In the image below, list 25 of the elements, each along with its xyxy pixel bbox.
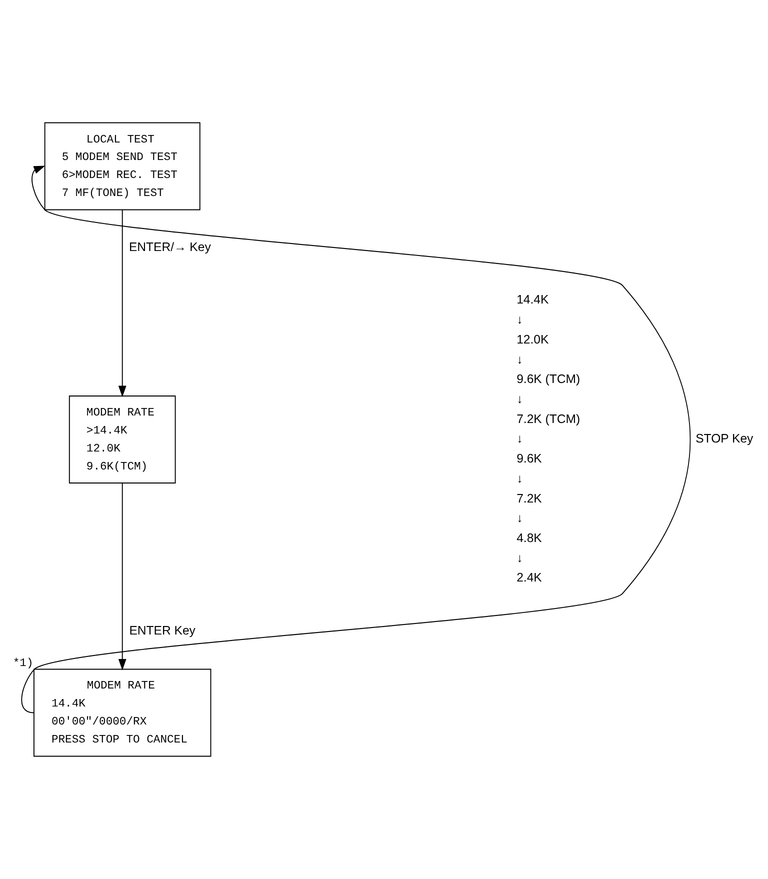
node-box: MODEM RATE 14.4K 00'00"/0000/RX PRESS STOP TO CANCEL	[33, 668, 212, 757]
label: ↓	[516, 352, 523, 366]
label: 12.0K	[516, 332, 549, 346]
label: ↓	[516, 511, 523, 526]
label: ↓	[516, 312, 523, 327]
node-box: LOCAL TEST 5 MODEM SEND TEST 6>MODEM REC. TEST 7 MF(TONE) TEST	[44, 122, 200, 210]
edge-label: ENTER Key	[129, 624, 196, 638]
arrow	[118, 209, 126, 398]
label: 7.2K	[516, 491, 542, 506]
label: ↓	[516, 471, 523, 486]
arrow	[21, 166, 691, 714]
label: 2.4K	[516, 570, 542, 585]
label: ↓	[516, 550, 523, 565]
label: 9.6K	[516, 452, 542, 466]
node-box: MODEM RATE >14.4K 12.0K 9.6K(TCM)	[68, 396, 176, 484]
label: 4.8K	[516, 530, 542, 545]
edge-label: ENTER/→ Key	[128, 240, 211, 254]
label: 9.6K (TCM)	[516, 372, 580, 386]
label: 14.4K	[516, 292, 549, 307]
label: 7.2K (TCM)	[516, 412, 580, 426]
arrow	[118, 482, 126, 670]
label: ↓	[516, 392, 523, 406]
edge-label: STOP Key	[696, 432, 754, 446]
node-label: *1)	[12, 658, 34, 670]
label: ↓	[516, 432, 523, 446]
